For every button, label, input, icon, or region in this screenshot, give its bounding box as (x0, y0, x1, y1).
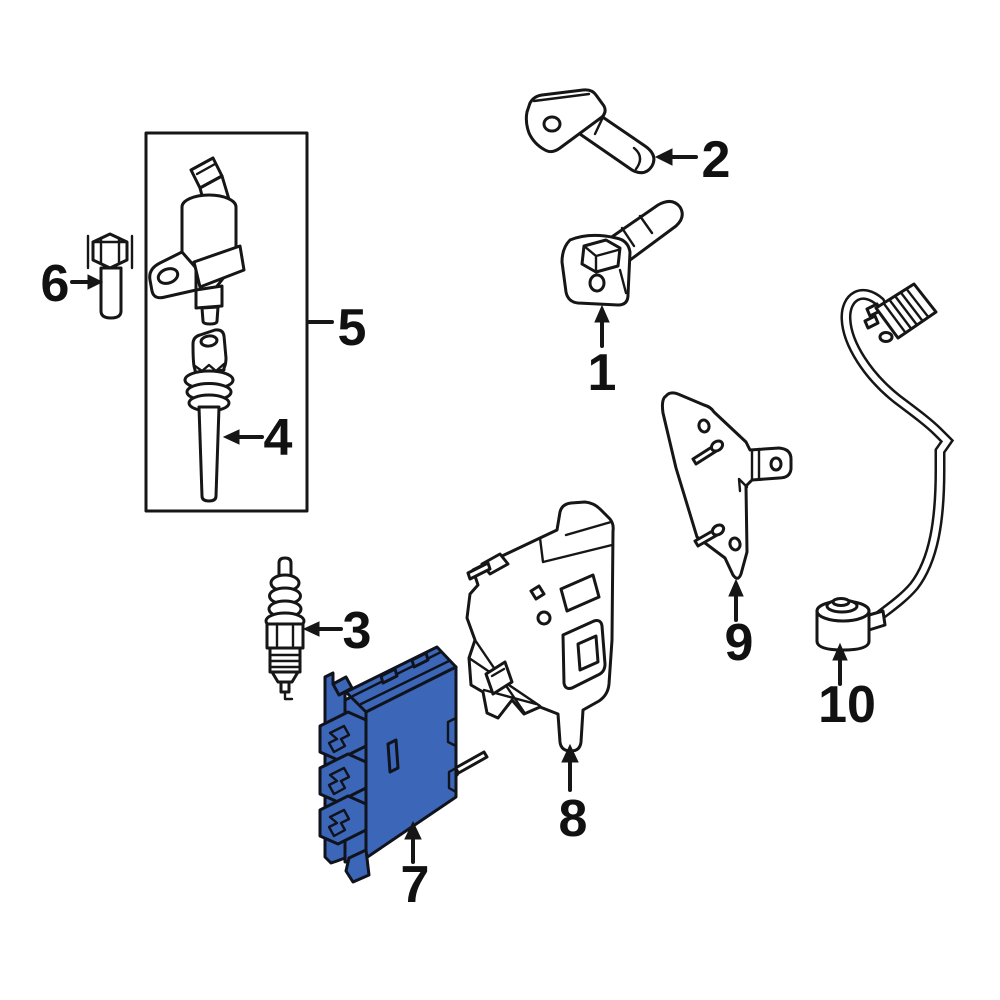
part-9-callout-arrow (728, 578, 744, 622)
part-7-label[interactable]: 7 (401, 856, 430, 914)
coil-connector-facet (195, 162, 217, 176)
sensor-flange (524, 88, 607, 154)
ecm-edge-notches (446, 716, 458, 794)
part-7-callout-arrow (404, 820, 422, 864)
plug-hex (265, 622, 305, 650)
ecm-bottom-foot (344, 848, 371, 884)
stud-lower-head (710, 523, 726, 537)
bracket-top-pin (466, 561, 492, 581)
bolt-head-facets (91, 236, 129, 266)
coil-tip (200, 305, 220, 326)
bracket-lower-clip (484, 660, 514, 696)
connector-ribs (882, 287, 930, 334)
part-1-crankshaft-position-sensor[interactable] (560, 200, 684, 307)
bracket-tab-folds (737, 447, 761, 493)
ecm-connector-1-keyway (327, 724, 351, 754)
harness-wire-outline (840, 288, 955, 623)
connector-latch-tab-2 (863, 314, 880, 330)
part-3-callout-arrow (302, 621, 343, 637)
ecm-top-notch-1 (379, 667, 399, 685)
part-4-callout-arrow (222, 429, 264, 445)
bolt-hex-head (91, 232, 129, 270)
flange-edge-line (532, 92, 591, 103)
bracket-hole (536, 610, 552, 626)
lower-clip-line (490, 667, 506, 678)
part-10-knock-sensor-with-harness[interactable] (815, 282, 955, 652)
part-8-label[interactable]: 8 (559, 790, 588, 848)
plug-taper (270, 670, 300, 684)
plug-electrode (279, 680, 291, 694)
bracket-square-hole (529, 584, 546, 601)
bolt-shaft (99, 266, 123, 320)
part-7-engine-control-module[interactable] (318, 645, 458, 884)
part-2-callout-arrow (654, 148, 698, 166)
part-2-camshaft-position-sensor[interactable] (524, 88, 656, 175)
barrel-seams (620, 214, 654, 248)
plug-threads (269, 653, 301, 669)
boot-cap-notch (193, 362, 226, 373)
tab-hole (769, 456, 783, 472)
part-10-label[interactable]: 10 (818, 676, 876, 734)
part-6-callout-arrow (70, 274, 104, 290)
part-2-label[interactable]: 2 (702, 131, 731, 189)
part-3-label[interactable]: 3 (343, 602, 372, 660)
head-hex-recess (580, 238, 622, 274)
ignition-coil[interactable] (148, 156, 246, 326)
plug-terminal (277, 556, 293, 579)
ecm-connector-2-keyway (327, 766, 351, 796)
harness-wire (843, 291, 951, 620)
boot-tube (197, 405, 221, 503)
boot-cap-hole (199, 334, 219, 348)
head-hole (588, 273, 606, 293)
coil-lower-boss (194, 284, 224, 310)
stud-upper-head (709, 439, 725, 453)
plug-ground-strap (283, 690, 294, 701)
part-5-ignition-coil-assembly-box[interactable] (144, 131, 334, 513)
bracket-fold-lines (467, 520, 614, 714)
part-1-label[interactable]: 1 (588, 344, 617, 402)
plate-hole-lower (728, 536, 742, 552)
part-6-coil-mounting-bolt[interactable] (86, 232, 134, 320)
connector-boss (878, 331, 894, 343)
coil-flange-hole (156, 267, 180, 285)
bracket-slot-lower-inner (576, 634, 600, 672)
ecm-face-slot (386, 738, 400, 774)
part-6-label[interactable]: 6 (41, 255, 70, 313)
plug-hex-facets (275, 624, 295, 648)
part-8-callout-arrow (561, 743, 579, 792)
bracket-plate (660, 391, 793, 580)
part-10-callout-arrow (832, 642, 848, 686)
sensor-wire-nipple (867, 609, 887, 632)
part-5-label[interactable]: 5 (338, 299, 367, 357)
part-4-ignition-coil-boot[interactable] (183, 328, 235, 503)
part-9-label[interactable]: 9 (725, 614, 754, 672)
part-8-module-mounting-bracket[interactable] (446, 500, 615, 778)
bracket-slot-upper (559, 573, 601, 613)
ecm-connector-3-keyway (327, 808, 351, 838)
coil-wedge-plate (192, 244, 246, 289)
flange-hole (542, 115, 562, 133)
hex-recess-facets (582, 244, 620, 274)
ecm-top-notch-2 (410, 651, 430, 669)
part-1-callout-arrow (594, 304, 610, 348)
head-fold-line (618, 268, 628, 295)
part-9-sensor-mounting-bracket[interactable] (660, 391, 793, 580)
knock-sensor-dome-top (831, 597, 851, 607)
part-3-spark-plug[interactable] (264, 556, 306, 701)
plate-hole-upper (697, 418, 711, 434)
part-4-label[interactable]: 4 (264, 409, 293, 467)
